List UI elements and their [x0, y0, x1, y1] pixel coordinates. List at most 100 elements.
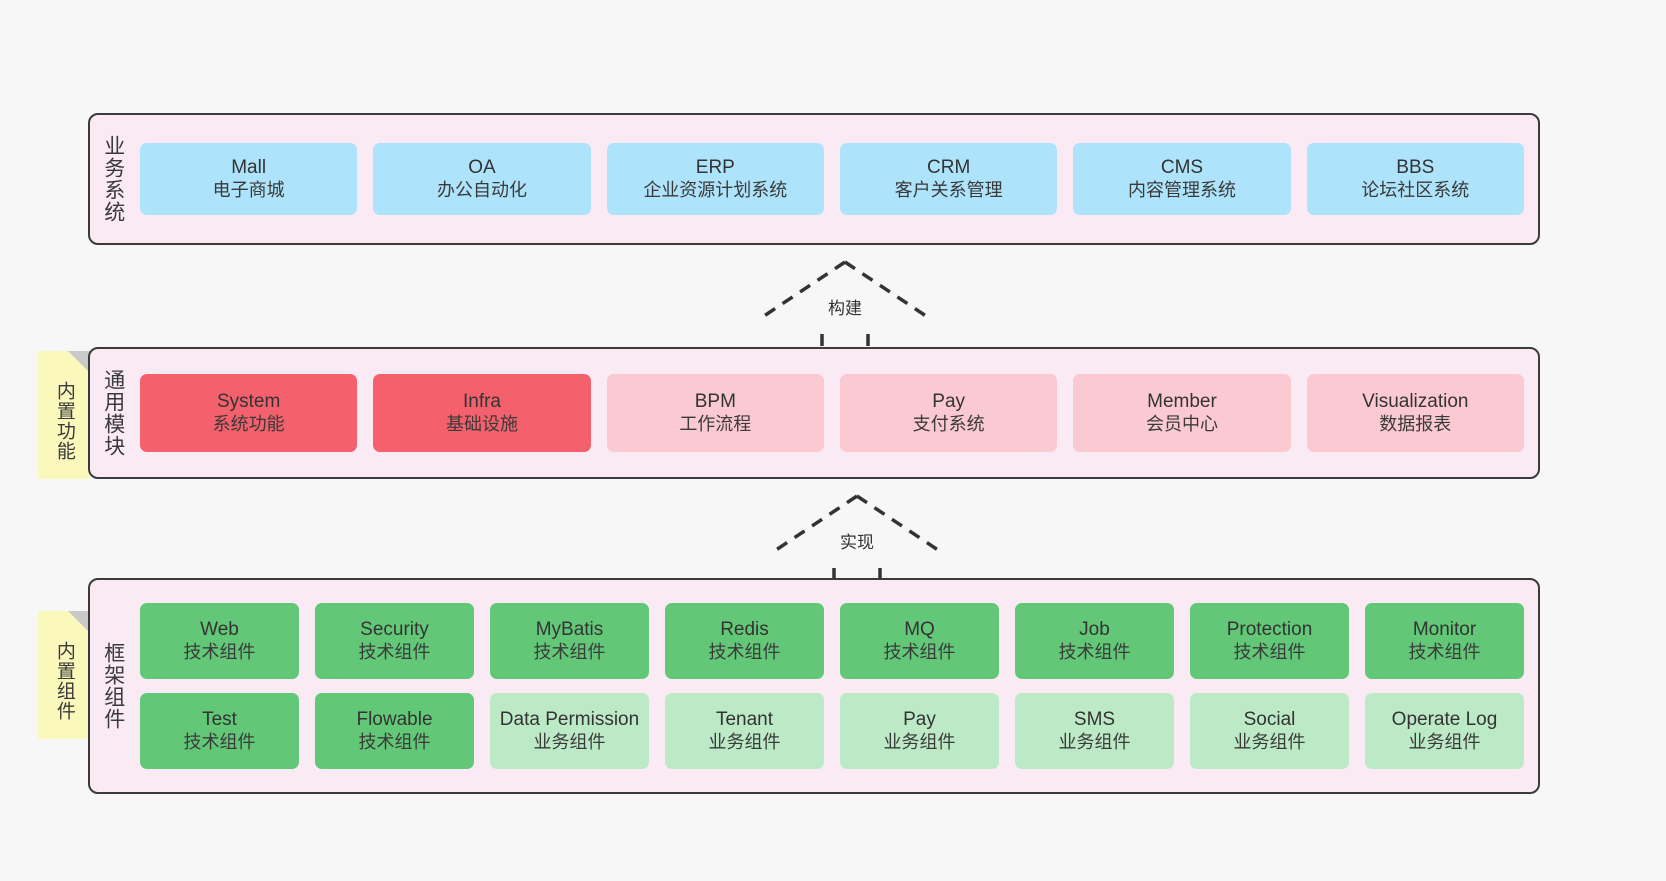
- card-protection[interactable]: Protection 技术组件: [1190, 603, 1349, 679]
- sticky-note-builtin-features: 内置功能: [38, 351, 90, 479]
- card-subtitle: 办公自动化: [436, 179, 527, 200]
- card-title: Social: [1243, 708, 1296, 730]
- card-title: MyBatis: [535, 618, 604, 640]
- sticky-note-builtin-components: 内置组件: [38, 611, 90, 739]
- layer-body-business: Mall 电子商城 OA 办公自动化 ERP 企业资源计划系统 CRM 客户关系…: [136, 115, 1538, 243]
- card-subtitle: 电子商城: [212, 179, 285, 200]
- card-subtitle: 技术组件: [358, 731, 431, 752]
- card-social[interactable]: Social 业务组件: [1190, 693, 1349, 769]
- card-title: Mall: [231, 156, 267, 178]
- card-subtitle: 系统功能: [212, 413, 285, 434]
- layer-framework-components: 框架组件 Web 技术组件 Security 技术组件 MyBatis 技术组件…: [88, 578, 1540, 794]
- folded-corner-icon: [68, 611, 90, 633]
- card-title: BPM: [694, 390, 736, 412]
- card-title: Protection: [1226, 618, 1313, 640]
- card-subtitle: 内容管理系统: [1127, 179, 1236, 200]
- card-title: Monitor: [1412, 618, 1477, 640]
- card-subtitle: 基础设施: [445, 413, 518, 434]
- card-title: Web: [200, 618, 239, 640]
- card-title: Visualization: [1362, 390, 1469, 412]
- layer-body-modules: System 系统功能 Infra 基础设施 BPM 工作流程 Pay 支付系统…: [136, 349, 1538, 477]
- arrow-label-realize: 实现: [837, 528, 877, 553]
- card-subtitle: 技术组件: [883, 641, 956, 662]
- card-visualization[interactable]: Visualization 数据报表: [1306, 374, 1524, 452]
- card-test[interactable]: Test 技术组件: [140, 693, 299, 769]
- card-mq[interactable]: MQ 技术组件: [840, 603, 999, 679]
- card-subtitle: 会员中心: [1145, 413, 1218, 434]
- card-monitor[interactable]: Monitor 技术组件: [1365, 603, 1524, 679]
- card-subtitle: 技术组件: [708, 641, 781, 662]
- card-system[interactable]: System 系统功能: [140, 374, 358, 452]
- card-title: System: [216, 390, 281, 412]
- card-oa[interactable]: OA 办公自动化: [373, 143, 591, 215]
- arrow-build: 构建: [760, 258, 930, 364]
- card-title: Security: [360, 618, 429, 640]
- card-job[interactable]: Job 技术组件: [1015, 603, 1174, 679]
- card-data-permission[interactable]: Data Permission 业务组件: [490, 693, 649, 769]
- card-subtitle: 业务组件: [883, 731, 956, 752]
- card-subtitle: 企业资源计划系统: [643, 179, 788, 200]
- arrow-label-build: 构建: [825, 294, 865, 319]
- card-flowable[interactable]: Flowable 技术组件: [315, 693, 474, 769]
- card-subtitle: 技术组件: [1058, 641, 1131, 662]
- card-title: BBS: [1396, 156, 1435, 178]
- layer-business-systems: 业务系统 Mall 电子商城 OA 办公自动化 ERP 企业资源计划系统 CRM…: [88, 113, 1540, 245]
- card-title: Infra: [462, 390, 501, 412]
- card-subtitle: 客户关系管理: [894, 179, 1003, 200]
- card-subtitle: 技术组件: [1233, 641, 1306, 662]
- card-title: CMS: [1160, 156, 1204, 178]
- card-subtitle: 论坛社区系统: [1361, 179, 1470, 200]
- sticky-note-label: 内置组件: [53, 641, 75, 721]
- card-subtitle: 数据报表: [1379, 413, 1452, 434]
- layer-title-modules: 通用模块: [101, 369, 125, 457]
- card-title: Operate Log: [1391, 708, 1498, 730]
- card-bbs[interactable]: BBS 论坛社区系统: [1306, 143, 1524, 215]
- card-title: OA: [468, 156, 496, 178]
- card-subtitle: 业务组件: [708, 731, 781, 752]
- card-cms[interactable]: CMS 内容管理系统: [1073, 143, 1291, 215]
- card-title: SMS: [1073, 708, 1116, 730]
- card-subtitle: 业务组件: [1058, 731, 1131, 752]
- card-subtitle: 技术组件: [1408, 641, 1481, 662]
- card-redis[interactable]: Redis 技术组件: [665, 603, 824, 679]
- card-subtitle: 技术组件: [358, 641, 431, 662]
- layer-title-framework: 框架组件: [101, 642, 125, 730]
- card-security[interactable]: Security 技术组件: [315, 603, 474, 679]
- card-subtitle: 业务组件: [1408, 731, 1481, 752]
- card-title: Tenant: [715, 708, 774, 730]
- card-subtitle: 技术组件: [533, 641, 606, 662]
- card-title: MQ: [904, 618, 935, 640]
- card-erp[interactable]: ERP 企业资源计划系统: [606, 143, 824, 215]
- card-title: Pay: [932, 390, 966, 412]
- card-crm[interactable]: CRM 客户关系管理: [839, 143, 1058, 215]
- card-title: Test: [202, 708, 237, 730]
- folded-corner-icon: [68, 351, 90, 373]
- card-subtitle: 工作流程: [679, 413, 752, 434]
- card-pay-module[interactable]: Pay 支付系统: [839, 374, 1058, 452]
- card-pay-component[interactable]: Pay 业务组件: [840, 693, 999, 769]
- card-infra[interactable]: Infra 基础设施: [373, 374, 591, 452]
- card-title: Redis: [720, 618, 769, 640]
- card-row: Mall 电子商城 OA 办公自动化 ERP 企业资源计划系统 CRM 客户关系…: [140, 143, 1524, 215]
- card-title: Pay: [903, 708, 936, 730]
- card-mall[interactable]: Mall 电子商城: [140, 143, 358, 215]
- sticky-note-label: 内置功能: [53, 381, 75, 461]
- card-mybatis[interactable]: MyBatis 技术组件: [490, 603, 649, 679]
- card-tenant[interactable]: Tenant 业务组件: [665, 693, 824, 769]
- card-member[interactable]: Member 会员中心: [1073, 374, 1291, 452]
- arrow-realize: 实现: [772, 492, 942, 598]
- layer-body-framework: Web 技术组件 Security 技术组件 MyBatis 技术组件 Redi…: [136, 580, 1538, 792]
- card-title: Member: [1147, 390, 1217, 412]
- card-web[interactable]: Web 技术组件: [140, 603, 299, 679]
- card-row: System 系统功能 Infra 基础设施 BPM 工作流程 Pay 支付系统…: [140, 374, 1524, 452]
- card-subtitle: 业务组件: [533, 731, 606, 752]
- card-title: Flowable: [356, 708, 433, 730]
- card-row: Test 技术组件 Flowable 技术组件 Data Permission …: [140, 693, 1524, 769]
- card-subtitle: 支付系统: [912, 413, 985, 434]
- card-sms[interactable]: SMS 业务组件: [1015, 693, 1174, 769]
- card-operate-log[interactable]: Operate Log 业务组件: [1365, 693, 1524, 769]
- card-bpm[interactable]: BPM 工作流程: [606, 374, 824, 452]
- card-row: Web 技术组件 Security 技术组件 MyBatis 技术组件 Redi…: [140, 603, 1524, 679]
- card-subtitle: 技术组件: [183, 731, 256, 752]
